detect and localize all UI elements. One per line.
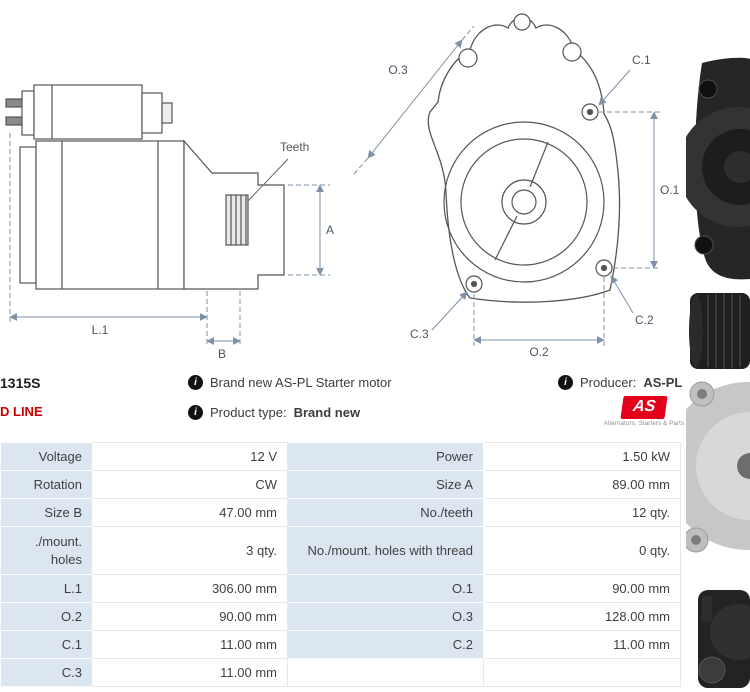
brand-description-text: Brand new AS-PL Starter motor <box>210 375 392 390</box>
spec-value: 47.00 mm <box>92 498 288 527</box>
spec-label: No./teeth <box>287 498 484 527</box>
spec-value: 0 qty. <box>483 526 681 575</box>
product-type-label: Product type: <box>210 405 287 420</box>
product-type-value: Brand new <box>293 405 361 420</box>
spec-value: 90.00 mm <box>92 602 288 631</box>
spec-row: C.3 11.00 mm <box>0 658 681 687</box>
dim-label-a: A <box>326 223 334 237</box>
spec-label: L.1 <box>0 574 93 603</box>
product-type: i Product type: Brand new <box>188 405 360 420</box>
producer: i Producer: AS-PL <box>558 375 682 390</box>
side-view-diagram: Teeth A L.1 B <box>0 25 340 365</box>
dim-label-c2: C.2 <box>635 313 654 327</box>
product-photo-1[interactable] <box>686 55 750 283</box>
dim-label-l1: L.1 <box>92 323 109 337</box>
spec-value: 12 V <box>92 442 288 471</box>
spec-label: No./mount. holes with thread <box>287 526 484 575</box>
spec-row: O.2 90.00 mm O.3 128.00 mm <box>0 602 681 631</box>
info-icon: i <box>558 375 573 390</box>
spec-label: C.2 <box>287 630 484 659</box>
producer-value: AS-PL <box>643 375 683 390</box>
info-icon: i <box>188 375 203 390</box>
spec-row: L.1 306.00 mm O.1 90.00 mm <box>0 574 681 603</box>
spec-value: 128.00 mm <box>483 602 681 631</box>
product-photo-3[interactable] <box>686 378 750 564</box>
spec-value: 306.00 mm <box>92 574 288 603</box>
spec-label: Size B <box>0 498 93 527</box>
spec-value: 12 qty. <box>483 498 681 527</box>
dim-label-c1: C.1 <box>632 53 651 67</box>
spec-label: Power <box>287 442 484 471</box>
product-photo-4[interactable] <box>686 586 750 692</box>
product-info: 1315S D LINE i Brand new AS-PL Starter m… <box>0 366 686 442</box>
spec-label-empty <box>287 658 484 687</box>
spec-label: O.2 <box>0 602 93 631</box>
spec-row: Rotation CW Size A 89.00 mm <box>0 470 681 499</box>
front-view-diagram: O.3 C.1 O.1 C.2 C.3 O.2 <box>352 2 684 360</box>
dim-label-b: B <box>218 347 226 361</box>
dim-label-c3: C.3 <box>410 327 429 341</box>
spec-label: O.1 <box>287 574 484 603</box>
spec-value-empty <box>483 658 681 687</box>
spec-value: CW <box>92 470 288 499</box>
spec-label: C.3 <box>0 658 93 687</box>
info-icon: i <box>188 405 203 420</box>
spec-value: 90.00 mm <box>483 574 681 603</box>
product-photo-gallery <box>686 0 750 692</box>
spec-value: 11.00 mm <box>92 630 288 659</box>
spec-value: 11.00 mm <box>92 658 288 687</box>
spec-value: 1.50 kW <box>483 442 681 471</box>
dim-label-o3: O.3 <box>388 63 408 77</box>
brand-description: i Brand new AS-PL Starter motor <box>188 375 392 390</box>
part-number: 1315S <box>0 375 41 391</box>
as-pl-logo: AS Alternators, Starters & Parts <box>600 396 688 427</box>
spec-value: 3 qty. <box>92 526 288 575</box>
specs-table: Voltage 12 V Power 1.50 kW Rotation CW S… <box>0 442 681 687</box>
as-pl-logo-mark: AS <box>620 396 668 419</box>
spec-value: 11.00 mm <box>483 630 681 659</box>
spec-label: Rotation <box>0 470 93 499</box>
spec-row: ./mount. holes 3 qty. No./mount. holes w… <box>0 526 681 575</box>
spec-label: ./mount. holes <box>0 526 93 575</box>
producer-label: Producer: <box>580 375 637 390</box>
spec-row: C.1 11.00 mm C.2 11.00 mm <box>0 630 681 659</box>
product-photo-2[interactable] <box>686 287 750 375</box>
spec-label: Size A <box>287 470 484 499</box>
as-pl-logo-tagline: Alternators, Starters & Parts <box>603 421 685 427</box>
spec-label: O.3 <box>287 602 484 631</box>
spec-value: 89.00 mm <box>483 470 681 499</box>
dim-label-o2: O.2 <box>529 345 549 359</box>
product-line-badge: D LINE <box>0 404 43 419</box>
spec-row: Voltage 12 V Power 1.50 kW <box>0 442 681 471</box>
teeth-label: Teeth <box>280 140 309 154</box>
dim-label-o1: O.1 <box>660 183 680 197</box>
spec-row: Size B 47.00 mm No./teeth 12 qty. <box>0 498 681 527</box>
spec-label: Voltage <box>0 442 93 471</box>
spec-label: C.1 <box>0 630 93 659</box>
